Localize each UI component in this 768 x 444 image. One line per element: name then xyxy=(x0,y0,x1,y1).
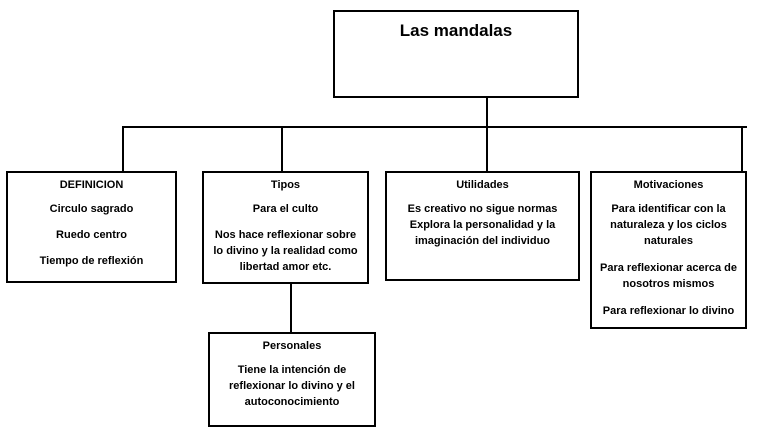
definicion-item: Circulo sagrado xyxy=(49,203,134,215)
definicion-node: DEFINICION Circulo sagrado Ruedo centro … xyxy=(6,171,177,283)
motivaciones-item: Para reflexionar acerca de nosotros mism… xyxy=(600,262,737,290)
motivaciones-item: Para identificar con la naturaleza y los… xyxy=(610,203,727,247)
tipos-item: Nos hace reflexionar sobre lo divino y l… xyxy=(213,229,358,273)
motivaciones-node: Motivaciones Para identificar con la nat… xyxy=(590,171,747,329)
utilidades-node: Utilidades Es creativo no sigue normas E… xyxy=(385,171,580,281)
utilidades-header: Utilidades xyxy=(456,179,509,191)
tipos-item: Para el culto xyxy=(252,203,319,215)
root-title: Las mandalas xyxy=(399,21,513,40)
definicion-item: Ruedo centro xyxy=(56,229,127,241)
utilidades-item: Es creativo no sigue normas xyxy=(407,203,558,215)
root-node: Las mandalas xyxy=(333,10,579,98)
utilidades-item: Explora la personalidad y la imaginación… xyxy=(409,219,556,247)
personales-text: Tiene la intención de reflexionar lo div… xyxy=(229,364,355,408)
tipos-node: Tipos Para el culto Nos hace reflexionar… xyxy=(202,171,369,284)
motivaciones-item: Para reflexionar lo divino xyxy=(602,305,735,317)
definicion-item: Tiempo de reflexión xyxy=(39,255,144,267)
tipos-header: Tipos xyxy=(270,179,301,191)
definicion-header: DEFINICION xyxy=(59,179,124,191)
motivaciones-header: Motivaciones xyxy=(633,179,704,191)
personales-header: Personales xyxy=(262,340,322,352)
personales-node: Personales Tiene la intención de reflexi… xyxy=(208,332,376,427)
